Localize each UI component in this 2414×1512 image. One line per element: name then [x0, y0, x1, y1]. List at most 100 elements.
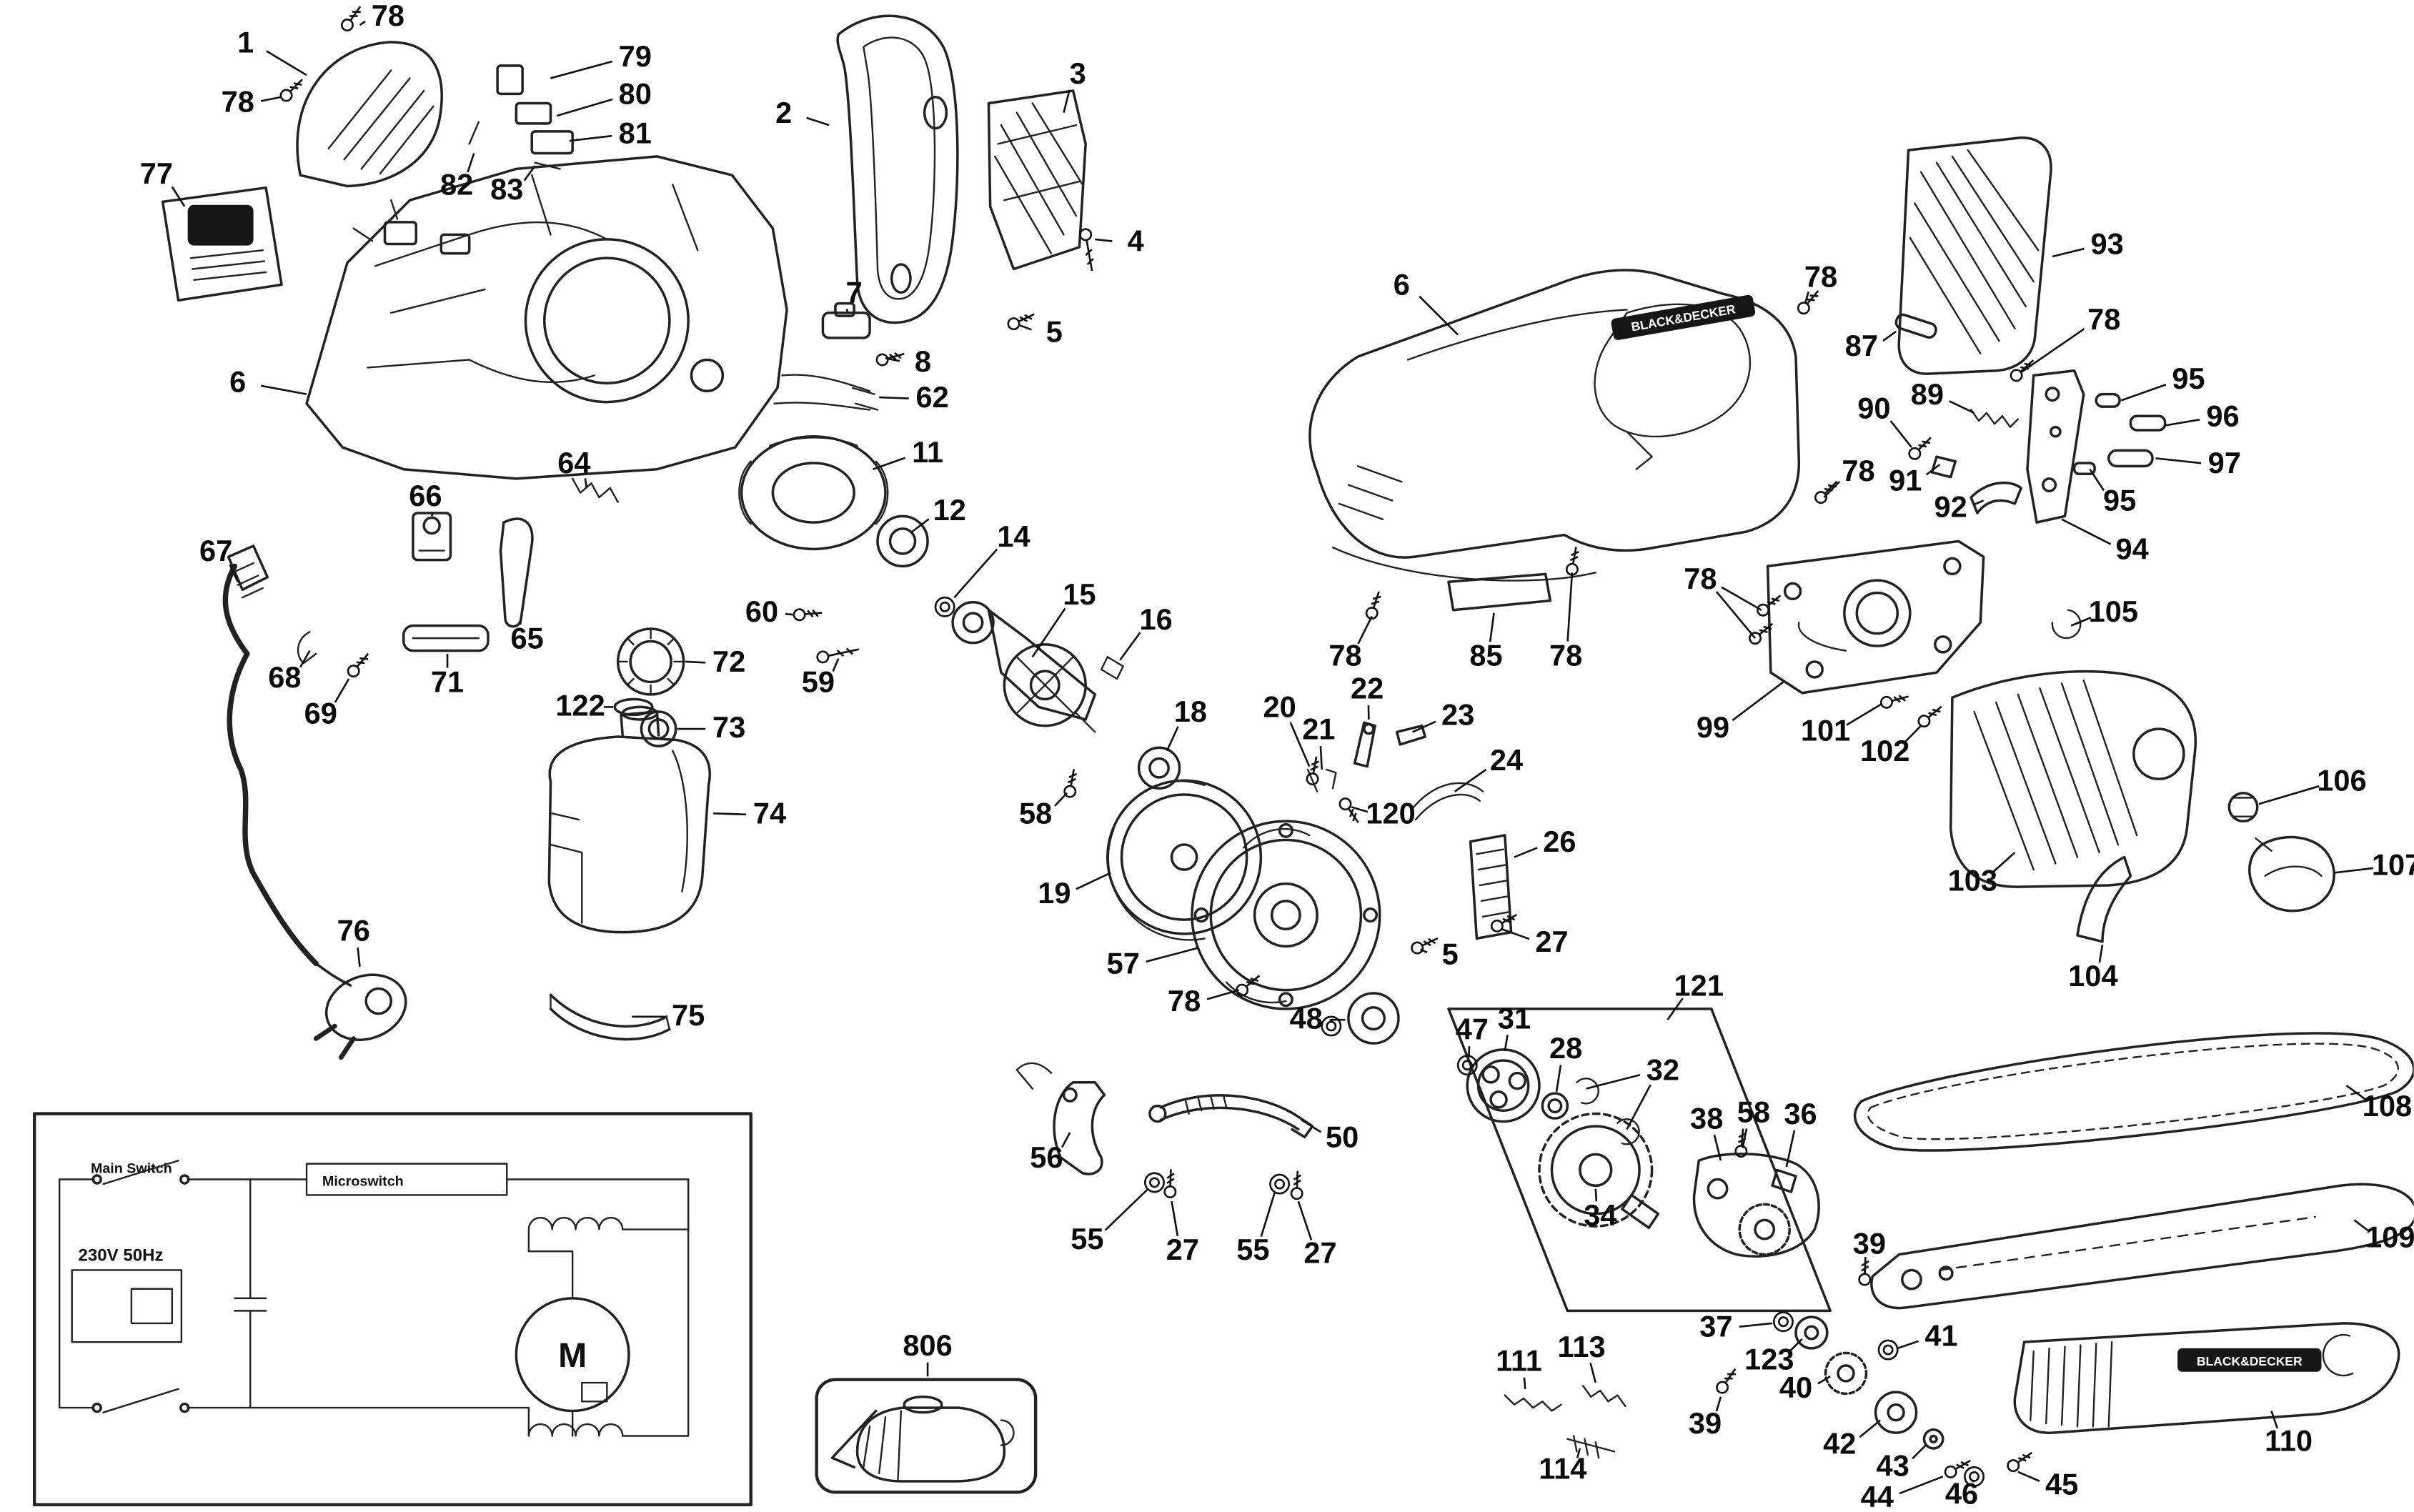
leader-line	[845, 308, 849, 314]
leader-line	[1031, 607, 1066, 658]
leader-line	[911, 518, 930, 533]
leader-line	[467, 153, 475, 173]
leader-line	[1899, 1476, 1944, 1495]
screw-sketch	[1797, 290, 1819, 315]
cover-brand-text: BLACK&DECKER	[2197, 1354, 2303, 1368]
part-number-label: 67	[199, 535, 233, 569]
leader-line	[953, 548, 998, 599]
screw-sketch	[1338, 797, 1359, 823]
leader-line	[1713, 1134, 1722, 1161]
washer-sketch	[1269, 1173, 1291, 1195]
leader-line	[1504, 1035, 1509, 1052]
washer-sketch	[1456, 1055, 1478, 1076]
part-number-label: 38	[1690, 1103, 1724, 1137]
leader-line	[519, 619, 522, 625]
part-number-label: 78	[221, 86, 254, 120]
motor-label: M	[558, 1336, 587, 1375]
part-number-label: 5	[1045, 317, 1063, 350]
part-number-label: 78	[2087, 304, 2121, 337]
part-number-label: 44	[1860, 1482, 1894, 1512]
part-number-label: 58	[1737, 1097, 1771, 1130]
part-number-label: 113	[1557, 1331, 1606, 1365]
part-number-label: 106	[2317, 765, 2367, 799]
leader-line	[832, 658, 840, 672]
leader-line	[1501, 928, 1530, 940]
part-number-label: 55	[1236, 1235, 1270, 1268]
screw-sketch	[347, 652, 369, 678]
leader-line	[879, 396, 909, 399]
leader-line	[1289, 722, 1311, 767]
part-number-label: 110	[2264, 1426, 2313, 1459]
part-number-label: 89	[1910, 379, 1944, 412]
leader-line	[171, 186, 186, 207]
leader-line	[2165, 419, 2200, 427]
sprocket-plate-sketch	[1191, 820, 1381, 1010]
leader-line	[1412, 720, 1436, 733]
part-number-label: 79	[618, 41, 652, 74]
part-number-label: 69	[304, 698, 337, 732]
part-number-label: 62	[915, 382, 949, 416]
side-plate-sketch	[1766, 539, 2082, 695]
leader-line	[1166, 726, 1179, 752]
leader-line	[1319, 746, 1323, 770]
leader-line	[2052, 247, 2085, 258]
bolt-sketch	[816, 647, 860, 664]
part-number-label: 5	[1441, 939, 1459, 973]
screw-sketch	[1917, 705, 1942, 728]
part-number-label: 76	[337, 915, 370, 949]
part-number-label: 78	[1549, 640, 1583, 674]
part-number-label: 122	[555, 690, 605, 724]
part-number-label: 41	[1924, 1320, 1958, 1354]
part-number-label: 45	[2045, 1469, 2079, 1503]
leader-line	[1171, 1200, 1179, 1236]
main-switch-label: Main Switch	[91, 1161, 172, 1177]
screw-sketch	[1490, 913, 1518, 932]
leader-line	[1715, 1396, 1722, 1412]
part-number-label: 108	[2362, 1090, 2413, 1124]
part-number-label: 47	[1455, 1014, 1489, 1048]
part-number-label: 80	[618, 79, 652, 112]
leader-line	[2017, 1471, 2040, 1482]
clutch-drum-sketch	[1347, 992, 1400, 1045]
part-number-label: 40	[1779, 1372, 1813, 1406]
part-number-label: 123	[1744, 1344, 1794, 1378]
part-number-label: 26	[1543, 826, 1576, 860]
leader-line	[334, 678, 350, 703]
bearing-sketch	[876, 514, 929, 568]
leader-line	[2345, 1085, 2368, 1101]
part-number-label: 14	[997, 522, 1030, 555]
switch-sketch	[773, 302, 879, 411]
part-number-label: 103	[1947, 865, 1998, 899]
part-number-label: 27	[1166, 1235, 1200, 1268]
leader-line	[1523, 1377, 1526, 1389]
part-number-label: 6	[1393, 269, 1410, 303]
washer-sketch	[1144, 1172, 1165, 1193]
chain-sketch	[1853, 1032, 2414, 1152]
leader-line	[1739, 1322, 1773, 1328]
leader-line	[1206, 989, 1240, 1000]
label-sticker-sketch	[161, 186, 283, 302]
part-number-label: 59	[801, 667, 835, 700]
part-number-label: 121	[1674, 970, 1724, 1004]
part-number-label: 37	[1699, 1311, 1733, 1345]
screw-sketch	[1365, 591, 1381, 620]
part-number-label: 39	[1688, 1408, 1722, 1442]
leader-line	[1104, 1188, 1149, 1231]
screw-sketch	[279, 79, 303, 102]
leader-line	[1721, 586, 1762, 611]
screw-sketch	[1236, 975, 1261, 997]
part-number-label: 7	[845, 277, 863, 311]
part-number-label: 28	[1549, 1033, 1583, 1066]
screw-sketch	[1858, 1256, 1872, 1286]
bolt-sketch	[1079, 228, 1094, 272]
part-number-label: 36	[1784, 1098, 1817, 1132]
part-number-label: 806	[903, 1330, 953, 1363]
leader-line	[1420, 948, 1428, 954]
washer-sketch	[1964, 1466, 1985, 1487]
brake-lever-parts-sketch	[1930, 369, 2167, 524]
screw-sketch	[1944, 1459, 1971, 1478]
part-number-label: 78	[1842, 456, 1875, 489]
part-number-label: 58	[1018, 798, 1053, 832]
leader-line	[2353, 1219, 2370, 1233]
